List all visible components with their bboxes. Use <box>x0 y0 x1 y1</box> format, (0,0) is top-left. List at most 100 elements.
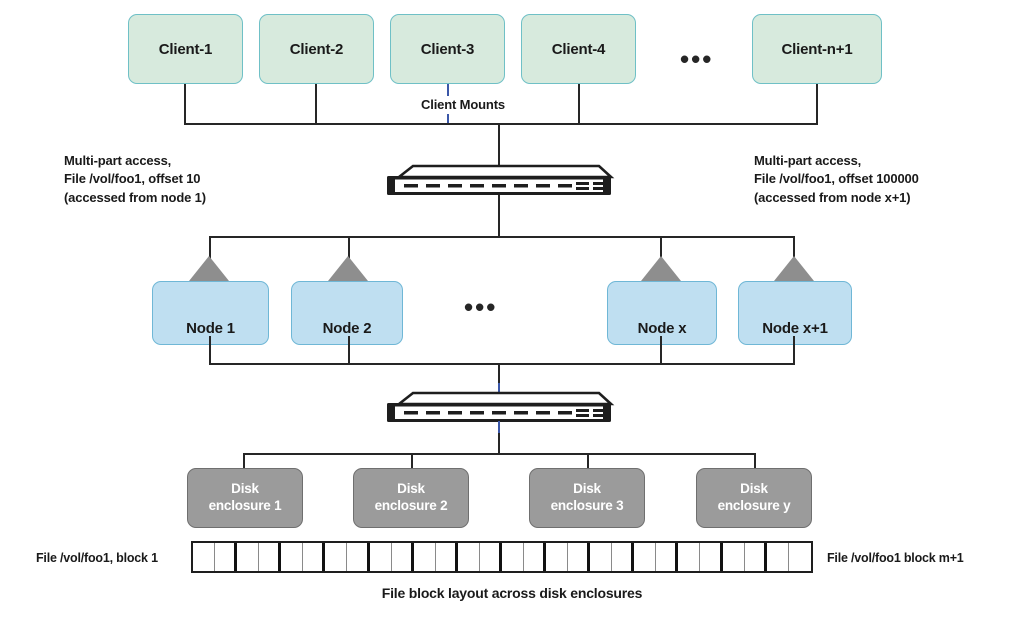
block-cell <box>435 543 458 571</box>
client-label: Client-n+1 <box>781 40 853 58</box>
node-row-ellipsis: ••• <box>464 292 498 322</box>
block-cell <box>369 543 392 571</box>
disk-y-connector <box>754 453 756 471</box>
client-box-4[interactable]: Client-4 <box>521 14 636 84</box>
block-cell <box>546 543 569 571</box>
client-box-1[interactable]: Client-1 <box>128 14 243 84</box>
client-label: Client-1 <box>158 40 213 58</box>
block-cell <box>325 543 348 571</box>
block-cell <box>281 543 304 571</box>
client-box-n-plus-1[interactable]: Client-n+1 <box>752 14 882 84</box>
block-cell <box>303 543 326 571</box>
lower-switch-to-disk-bus <box>498 433 500 455</box>
block-cell <box>722 543 745 571</box>
annotation-right-line-2: File /vol/foo1, offset 100000 <box>754 171 919 187</box>
disk-enclosure-line-2: enclosure y <box>717 498 791 513</box>
disk-bus-line <box>243 453 755 455</box>
block-cell <box>612 543 635 571</box>
node-1[interactable]: Node 1 <box>152 256 269 345</box>
node-bus-line <box>209 236 795 238</box>
node-label: Node 1 <box>186 320 235 337</box>
node-bus-to-lower-switch <box>498 363 500 390</box>
block-cell <box>457 543 480 571</box>
node-x-box[interactable]: Node x <box>607 281 717 345</box>
node-x-plus-1-down-connector <box>793 336 795 364</box>
disk-3-connector <box>587 453 589 471</box>
disk-enclosure-line-2: enclosure 3 <box>550 498 624 513</box>
node-lower-bus-line <box>209 363 795 365</box>
annotation-left: Multi-part access, File /vol/foo1, offse… <box>64 152 206 207</box>
node-label: Node 2 <box>322 320 372 337</box>
node-x-plus-1-connector <box>793 236 795 267</box>
client-2-connector <box>315 84 317 124</box>
disk-enclosure-line-1: Disk <box>740 481 768 497</box>
annotation-left-line-2: File /vol/foo1, offset 10 <box>64 171 201 187</box>
disk-enclosure-line-2: enclosure 2 <box>374 498 448 513</box>
node-label: Node x+1 <box>762 320 828 337</box>
node-1-down-connector <box>209 336 211 364</box>
upper-switch-to-node-bus <box>498 195 500 238</box>
annotation-right-line-1: Multi-part access, <box>754 153 862 168</box>
lower-switch-accent-bottom <box>498 421 500 435</box>
node-label: Node x <box>637 320 687 337</box>
block-cell <box>788 543 811 571</box>
network-switch-lower[interactable] <box>383 390 615 431</box>
node-1-connector <box>209 236 211 267</box>
client-row-ellipsis: ••• <box>680 44 714 74</box>
block-cell <box>568 543 591 571</box>
block-cell <box>347 543 370 571</box>
node-2-connector <box>348 236 350 267</box>
block-cell <box>237 543 260 571</box>
block-strip-left-label: File /vol/foo1, block 1 <box>36 551 158 565</box>
block-cell <box>193 543 216 571</box>
disk-2-connector <box>411 453 413 471</box>
client-n-plus-1-connector <box>816 84 818 124</box>
disk-enclosure-line-1: Disk <box>231 481 259 497</box>
block-cell <box>700 543 723 571</box>
block-cell <box>479 543 502 571</box>
block-cell <box>413 543 436 571</box>
block-cell <box>678 543 701 571</box>
bus-to-upper-switch <box>498 123 500 175</box>
block-cell <box>766 543 789 571</box>
node-2-box[interactable]: Node 2 <box>291 281 403 345</box>
block-cell <box>215 543 238 571</box>
disk-enclosure-1[interactable]: Disk enclosure 1 <box>187 468 303 528</box>
node-1-box[interactable]: Node 1 <box>152 281 269 345</box>
diagram-caption: File block layout across disk enclosures <box>381 585 643 601</box>
annotation-right-line-3: (accessed from node x+1) <box>754 189 911 205</box>
client-label: Client-3 <box>420 40 475 58</box>
disk-enclosure-y[interactable]: Disk enclosure y <box>696 468 812 528</box>
client-box-3[interactable]: Client-3 <box>390 14 505 84</box>
client-4-connector <box>578 84 580 124</box>
disk-enclosure-line-2: enclosure 1 <box>208 498 282 513</box>
block-cell <box>634 543 657 571</box>
node-x[interactable]: Node x <box>607 256 717 345</box>
node-2-down-connector <box>348 336 350 364</box>
node-x-down-connector <box>660 336 662 364</box>
client-1-connector <box>184 84 186 124</box>
block-cell <box>501 543 524 571</box>
lower-switch-accent-top <box>498 383 500 395</box>
block-cell <box>259 543 282 571</box>
block-cell <box>590 543 613 571</box>
client-label: Client-4 <box>551 40 606 58</box>
node-x-plus-1-box[interactable]: Node x+1 <box>738 281 852 345</box>
disk-enclosure-2[interactable]: Disk enclosure 2 <box>353 468 469 528</box>
annotation-left-line-1: Multi-part access, <box>64 153 172 168</box>
block-cell <box>523 543 546 571</box>
block-cell <box>391 543 414 571</box>
annotation-left-line-3: (accessed from node 1) <box>64 189 206 205</box>
node-x-connector <box>660 236 662 267</box>
client-box-2[interactable]: Client-2 <box>259 14 374 84</box>
node-2[interactable]: Node 2 <box>291 256 403 345</box>
client-label: Client-2 <box>289 40 344 58</box>
network-switch-upper[interactable] <box>383 163 615 204</box>
block-strip-right-label: File /vol/foo1 block m+1 <box>827 551 964 565</box>
disk-enclosure-3[interactable]: Disk enclosure 3 <box>529 468 645 528</box>
disk-enclosure-line-1: Disk <box>573 481 601 497</box>
annotation-right: Multi-part access, File /vol/foo1, offse… <box>754 152 919 207</box>
client-bus-line <box>184 123 818 125</box>
node-x-plus-1[interactable]: Node x+1 <box>738 256 852 345</box>
